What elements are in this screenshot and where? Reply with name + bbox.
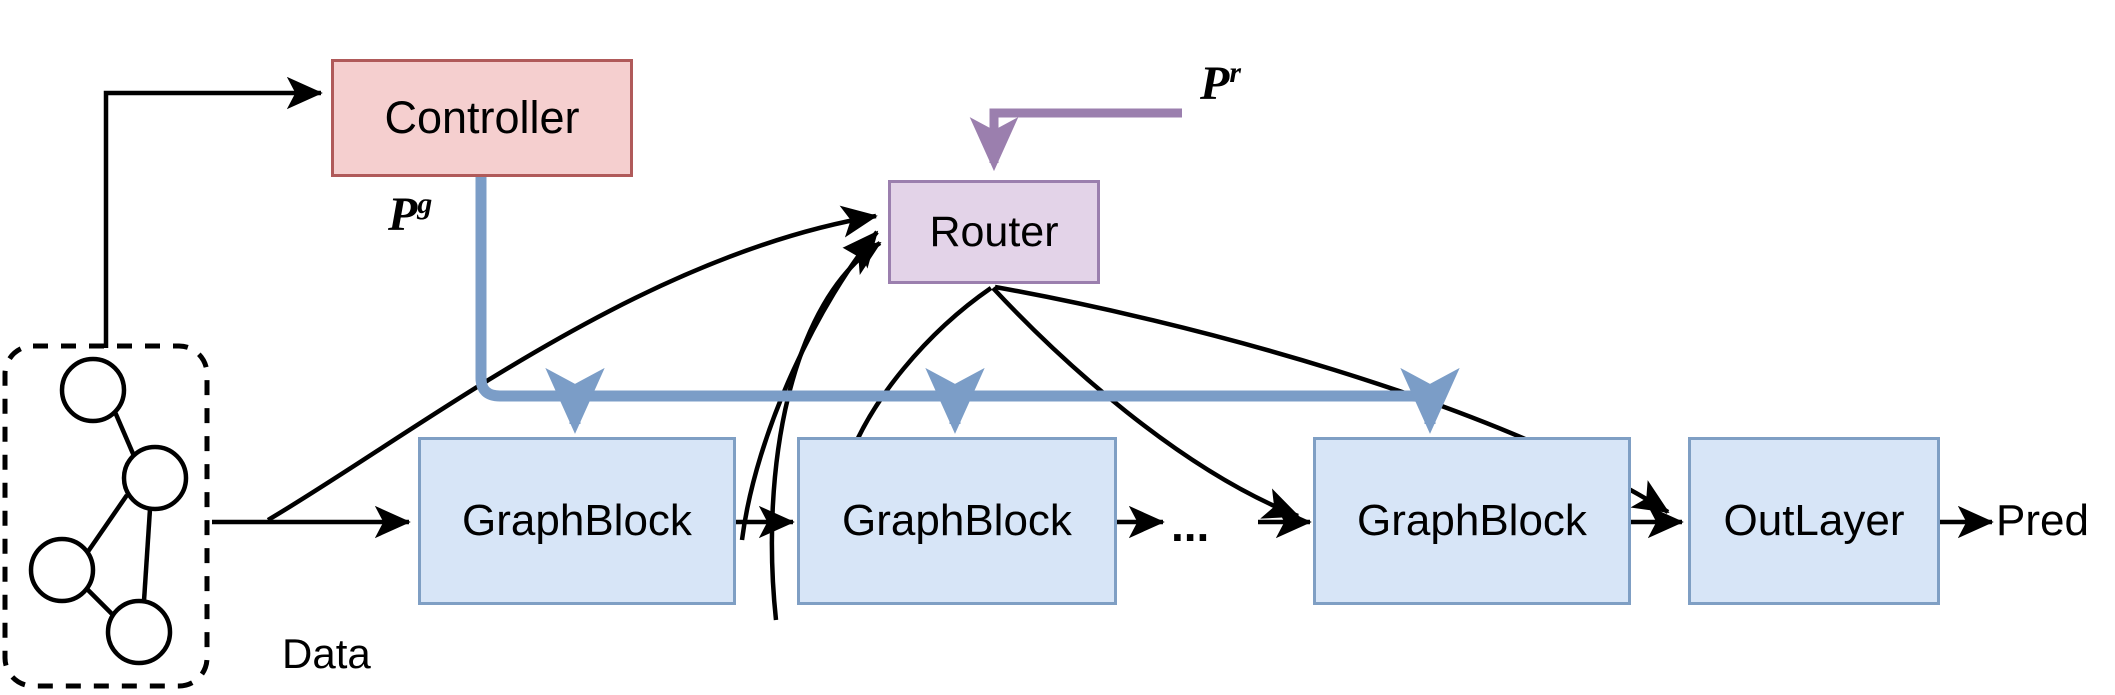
router-label: Router: [929, 207, 1059, 256]
data-graph-nodes: [28, 356, 189, 666]
outlayer-label: OutLayer: [1723, 496, 1905, 545]
edge-data-to-controller: [103, 76, 323, 348]
edge-router-to-graphblock3: [991, 286, 1300, 519]
data-container-dashed-box: [2, 343, 210, 689]
graph-node: [121, 444, 189, 512]
edge-data-to-router: [266, 205, 878, 522]
data-label: Data: [282, 630, 371, 677]
data-graph-edges: [84, 411, 153, 620]
outlayer-node[interactable]: OutLayer: [1688, 437, 1940, 605]
controller-label: Controller: [384, 92, 580, 143]
pred-label: Pred: [1996, 496, 2089, 545]
edge-pr-to-router: [969, 108, 1182, 172]
graph-node: [105, 598, 173, 666]
graphblock1-node[interactable]: GraphBlock: [418, 437, 736, 605]
graphblock2-node[interactable]: GraphBlock: [797, 437, 1117, 605]
graphblock1-label: GraphBlock: [462, 496, 692, 545]
pg-superscript: g: [417, 187, 433, 220]
graph-node: [28, 536, 96, 604]
graphblock2-label: GraphBlock: [842, 496, 1072, 545]
pg-label: Pg: [388, 187, 432, 242]
pg-base: P: [388, 188, 418, 241]
ellipsis-label: ...: [1171, 499, 1210, 551]
controller-node[interactable]: Controller: [331, 59, 633, 177]
graph-node: [59, 356, 127, 424]
pr-superscript: r: [1229, 56, 1241, 89]
router-node[interactable]: Router: [888, 180, 1100, 284]
pr-label: Pr: [1200, 56, 1241, 111]
graphblock3-label: GraphBlock: [1357, 496, 1587, 545]
pr-base: P: [1200, 57, 1230, 110]
graphblock3-node[interactable]: GraphBlock: [1313, 437, 1631, 605]
